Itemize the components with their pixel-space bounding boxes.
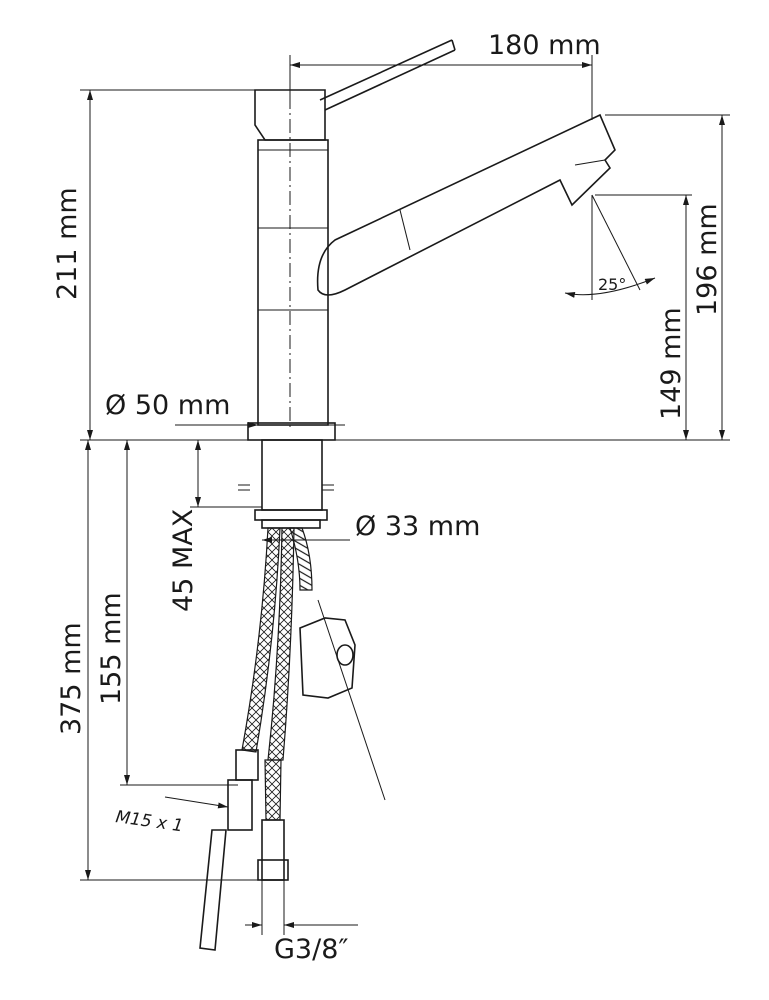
label-spout-reach: 180 mm	[488, 30, 601, 61]
dim-spout-angle: 25°	[564, 194, 656, 300]
dim-hose-long: 375 mm	[56, 440, 262, 881]
hoses	[199, 527, 386, 951]
label-hose-short: 155 mm	[96, 592, 127, 705]
dim-thread-hose: M15 x 1	[114, 796, 229, 836]
label-thread-hose: M15 x 1	[114, 807, 184, 836]
label-outlet-height: 149 mm	[656, 307, 687, 420]
faucet-body	[247, 39, 616, 529]
dim-shank-diameter: Ø 33 mm	[262, 511, 480, 543]
label-thread-connection: G3/8″	[274, 934, 348, 965]
label-shank-diameter: Ø 33 mm	[355, 511, 480, 542]
label-hose-long: 375 mm	[56, 622, 87, 735]
dim-total-height: 211 mm	[52, 89, 255, 440]
dim-spout-reach: 180 mm	[289, 30, 601, 120]
label-base-diameter: Ø 50 mm	[105, 390, 230, 421]
dim-thread-connection: G3/8″	[245, 880, 358, 965]
dim-outlet-height: 149 mm	[595, 194, 692, 440]
label-max-thickness: 45 MAX	[168, 509, 199, 612]
dim-spout-height: 196 mm	[605, 114, 730, 440]
dim-base-diameter: Ø 50 mm	[105, 390, 345, 428]
dim-max-thickness: 45 MAX	[168, 440, 334, 612]
label-total-height: 211 mm	[52, 187, 83, 300]
label-spout-angle: 25°	[598, 275, 626, 294]
label-spout-height: 196 mm	[692, 203, 723, 316]
dim-hose-short: 155 mm	[96, 440, 238, 786]
